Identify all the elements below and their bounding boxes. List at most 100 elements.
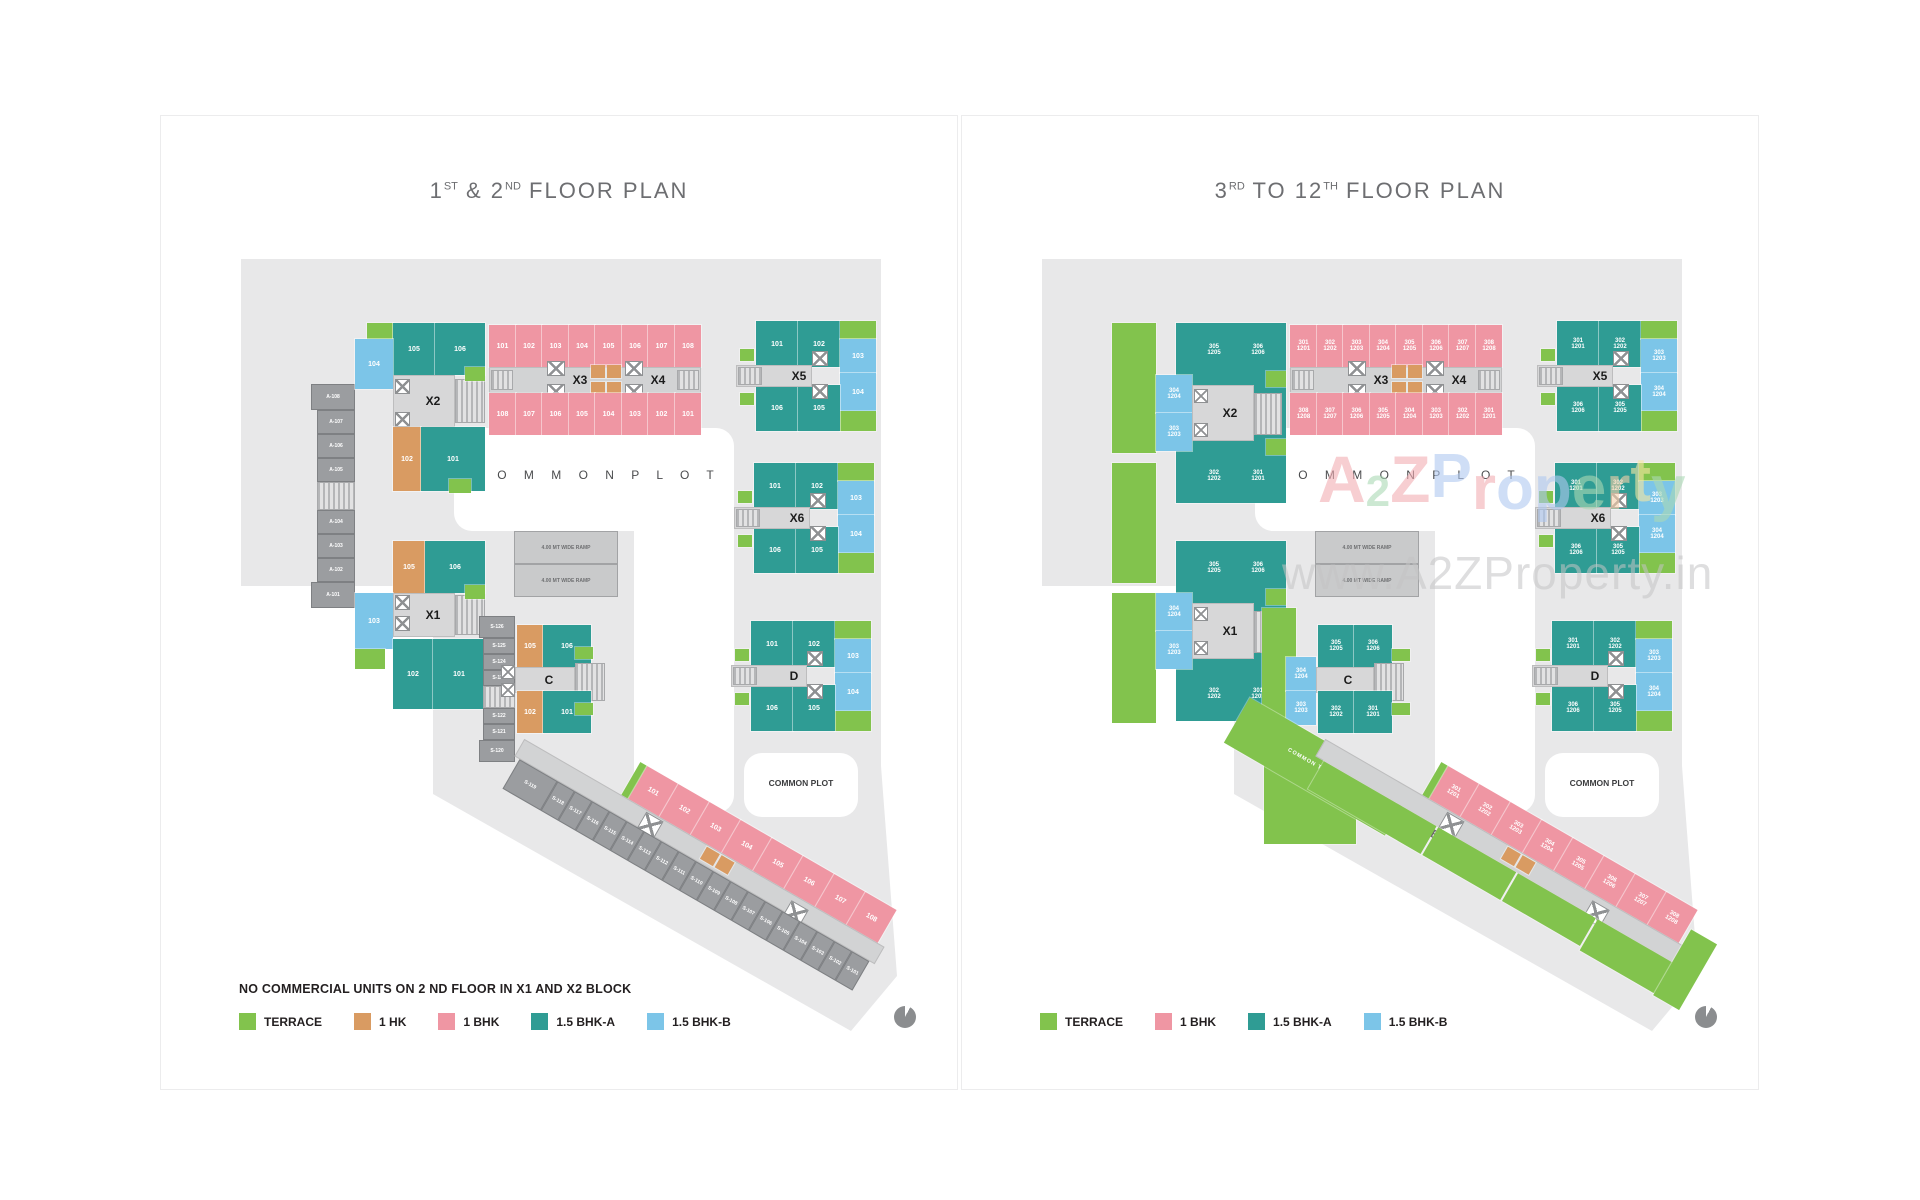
shop-cell: A-103 xyxy=(317,534,355,558)
unit-cell: 101 xyxy=(753,462,797,510)
shop-cell: S-125 xyxy=(483,638,515,654)
terrace-cell xyxy=(574,702,594,716)
stairs-icon xyxy=(455,379,485,423)
unit-cell: 103 xyxy=(834,638,872,674)
lift-icon xyxy=(395,616,410,631)
legend-item: 1.5 BHK-A xyxy=(531,1013,615,1030)
lift-icon xyxy=(1194,641,1208,655)
terrace-cell xyxy=(737,534,753,548)
terrace-cell xyxy=(1265,438,1287,456)
terrace-cell xyxy=(574,646,594,660)
shop-cell: A-108 xyxy=(311,384,355,410)
unit-cell: 105 xyxy=(392,322,436,376)
stairs-icon xyxy=(1478,370,1500,390)
unit-cell: 306 1206 xyxy=(1556,384,1600,432)
unit-cell: 101 xyxy=(750,620,794,668)
lift-icon xyxy=(810,526,826,541)
lift-icon xyxy=(501,665,515,679)
legend-item: 1 BHK xyxy=(1155,1013,1216,1030)
unit-cell: 101 xyxy=(674,392,702,436)
lift-icon xyxy=(1608,651,1624,666)
terrace-cell xyxy=(837,462,875,482)
lift-icon xyxy=(501,683,515,697)
unit-cell: 106 xyxy=(753,526,797,574)
stairs-icon xyxy=(1537,509,1561,527)
shop-cell: A-107 xyxy=(317,410,355,434)
terrace-cell xyxy=(448,478,472,494)
legend-swatch xyxy=(354,1013,372,1030)
block-label: C xyxy=(1343,673,1353,687)
shop-cell: S-120 xyxy=(479,740,515,762)
legend-item: 1.5 BHK-A xyxy=(1248,1013,1332,1030)
terrace-cell xyxy=(834,620,872,640)
unit-cell: 106 xyxy=(424,540,486,594)
unit-cell xyxy=(1391,381,1407,396)
terrace-cell xyxy=(1538,534,1554,548)
stairs-icon xyxy=(455,595,485,635)
unit-cell: 102 xyxy=(392,638,434,710)
common-plot-area xyxy=(1435,428,1535,813)
terrace-cell xyxy=(1638,552,1676,574)
lift-icon xyxy=(1194,389,1208,403)
lift-icon xyxy=(395,412,410,427)
block-label: X3 xyxy=(572,373,588,387)
unit-cell: 308 1208 xyxy=(1289,392,1318,436)
lift-icon xyxy=(1348,361,1366,376)
unit-cell: 103 xyxy=(837,480,875,516)
terrace-cell xyxy=(834,710,872,732)
unit-cell: 304 1204 xyxy=(1395,392,1424,436)
lift-icon xyxy=(1611,526,1627,541)
unit-cell: 306 1206 xyxy=(1554,526,1598,574)
unit-cell: 303 1203 xyxy=(1635,638,1673,674)
unit-cell: 102 xyxy=(516,690,544,734)
lift-icon xyxy=(395,379,410,394)
block-label: 306 1206 xyxy=(1251,561,1265,575)
unit-cell: 306 1206 xyxy=(1353,624,1393,668)
floor-plan-panel-3rd-12th: 3RD TO 12TH FLOOR PLAN C O M M O N P L O… xyxy=(961,115,1759,1090)
unit-cell: 103 xyxy=(541,324,570,368)
lift-icon xyxy=(1608,684,1624,699)
terrace-cell xyxy=(1391,648,1411,662)
unit-cell: 303 1203 xyxy=(1155,630,1193,670)
unit-cell: 101 xyxy=(755,320,799,368)
site-plan: C O M M O N P L O T COMMON PLOT 305 1205… xyxy=(962,116,1758,1089)
unit-cell: 303 1203 xyxy=(1640,338,1678,374)
terrace-cell xyxy=(737,490,753,504)
legend-label: 1.5 BHK-B xyxy=(1388,1014,1448,1029)
lift-icon xyxy=(547,361,565,376)
stairs-icon xyxy=(1292,370,1314,390)
block-label: X3 xyxy=(1373,373,1389,387)
block-label: 301 1201 xyxy=(1251,469,1265,483)
unit-cell: 101 xyxy=(488,324,517,368)
legend-item: 1.5 BHK-B xyxy=(647,1013,731,1030)
legend-item: 1 HK xyxy=(354,1013,406,1030)
unit-cell: 306 1206 xyxy=(1342,392,1371,436)
shop-cell: S-121 xyxy=(483,724,515,740)
lift-icon xyxy=(1194,607,1208,621)
block-label: X2 xyxy=(1222,406,1238,420)
common-plot-area xyxy=(634,428,734,813)
legend-label: 1 BHK xyxy=(463,1014,500,1029)
terrace-cell xyxy=(734,692,750,706)
unit-cell xyxy=(590,381,606,396)
note-text: NO COMMERCIAL UNITS ON 2 ND FLOOR IN X1 … xyxy=(239,982,632,996)
lift-icon xyxy=(810,493,826,508)
block-label: X2 xyxy=(425,394,441,408)
unit-cell: 107 xyxy=(515,392,543,436)
unit-cell: 303 1203 xyxy=(1342,324,1371,368)
unit-cell: 303 1203 xyxy=(1155,412,1193,452)
unit-cell: 304 1204 xyxy=(1640,372,1678,412)
unit-cell: 307 1207 xyxy=(1316,392,1344,436)
unit-cell: 301 1201 xyxy=(1289,324,1318,368)
unit-cell: 104 xyxy=(834,672,872,712)
unit-cell: 302 1202 xyxy=(1448,392,1477,436)
legend-swatch xyxy=(531,1013,549,1030)
unit-cell: 102 xyxy=(515,324,543,368)
